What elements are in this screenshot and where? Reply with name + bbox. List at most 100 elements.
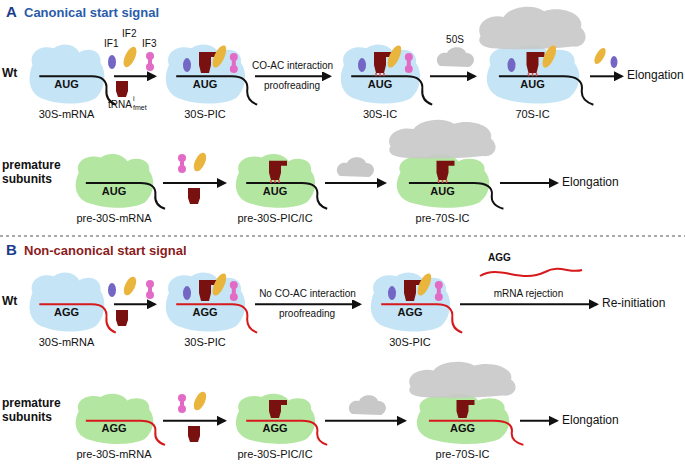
ribosome-complex: AGG30S-PIC — [363, 268, 457, 349]
ribosome-shape — [24, 268, 109, 334]
codon-pairing — [383, 73, 385, 76]
ribosome-50s — [409, 362, 515, 398]
codon-label: AUG — [478, 78, 587, 91]
mrna — [429, 421, 524, 445]
ribosome-complex: AGGpre-30S-PIC/IC — [228, 390, 322, 461]
complex-name: pre-30S-PIC/IC — [228, 448, 322, 461]
codon-label: AUG — [68, 185, 160, 198]
codon-label: AGG — [22, 306, 111, 319]
ribosome-30s — [236, 154, 315, 208]
step-arrow — [590, 75, 622, 77]
codon-label: AUG — [333, 78, 427, 91]
step-arrow — [255, 303, 360, 305]
step-arrow — [460, 303, 597, 305]
ribosome-shape — [230, 150, 320, 210]
codon-label: AGG — [363, 306, 457, 319]
trna-symbol — [437, 161, 455, 180]
if1-symbol — [108, 283, 116, 297]
ribosome-30s — [76, 154, 154, 208]
codon-pairing — [442, 180, 444, 183]
complex-name: 70S-IC — [478, 108, 587, 121]
trna-symbol — [116, 310, 128, 326]
if2-symbol — [191, 151, 209, 173]
ribosome-shape — [480, 40, 585, 106]
codon-pairing — [274, 180, 276, 183]
ribosome-50s — [389, 120, 495, 159]
codon-label: AGG — [408, 422, 517, 435]
ribosome-complex: AUGpre-70S-IC — [388, 150, 497, 225]
codon-label: AUG — [22, 78, 111, 91]
codon-pairing — [536, 73, 538, 76]
if2-symbol — [540, 44, 559, 70]
ribosome-30s — [236, 394, 315, 444]
if1-symbol — [611, 56, 618, 68]
outcome-text: Elongation — [560, 413, 621, 428]
complex-name: pre-30S-PIC/IC — [228, 212, 322, 225]
mrna — [499, 76, 594, 104]
if2-symbol — [121, 275, 139, 297]
outcome-text: Re-initiation — [600, 296, 667, 311]
if3-symbol — [230, 281, 238, 301]
if3-symbol — [146, 52, 154, 71]
step-arrow — [325, 182, 385, 184]
codon-pairing — [270, 180, 272, 183]
row-label: premature subunits — [2, 396, 66, 424]
ribosome-complex: AUG30S-mRNA — [22, 40, 111, 121]
if3-symbol — [178, 154, 186, 173]
ribosome-complex: AUG pre-30S-PIC/IC — [228, 150, 322, 225]
trna-symbol — [269, 400, 287, 418]
outcome-text: Elongation — [625, 68, 685, 83]
edge-note: proofreading — [279, 308, 335, 320]
row-label: Wt — [2, 294, 17, 308]
row-label: premature subunits — [2, 158, 66, 186]
panel-divider — [0, 236, 685, 237]
codon-pairing — [446, 180, 448, 183]
if2-symbol — [121, 45, 139, 69]
if2-symbol — [191, 390, 209, 412]
step-arrow — [114, 75, 155, 77]
panel-title: Canonical start signal — [24, 5, 159, 21]
ribosome-shape — [160, 40, 250, 106]
ribosome-shape — [24, 40, 109, 106]
50s-subunit — [337, 157, 374, 177]
ribosome-complex: AGGpre-30S-mRNA — [68, 390, 160, 461]
codon-label: AUG — [228, 185, 322, 198]
codon-pairing — [379, 73, 381, 76]
ribosome-complex: AUG 30S-IC — [333, 40, 427, 121]
if3-symbol — [435, 281, 443, 301]
complex-name: 30S-PIC — [158, 108, 252, 121]
row-label: Wt — [2, 66, 17, 80]
complex-name: pre-30S-mRNA — [68, 448, 160, 461]
if3-symbol — [405, 53, 413, 73]
complex-name: 30S-mRNA — [22, 336, 111, 349]
step-arrow — [114, 303, 155, 305]
ribosome-50s — [479, 7, 585, 50]
ribosome-30s — [417, 394, 509, 444]
ribosome-complex: AUG30S-PIC — [158, 40, 252, 121]
ribosome-complex: AUGpre-30S-mRNA — [68, 150, 160, 225]
ribosome-30s — [30, 272, 105, 331]
panel-letter: B — [6, 241, 17, 259]
codon-label: AUG — [388, 185, 497, 198]
trna-symbol — [457, 400, 475, 418]
panel-title: Non-canonical start signal — [24, 243, 187, 259]
trna-subscript: fmet — [133, 104, 147, 112]
ribosome-shape — [410, 390, 515, 446]
step-arrow — [500, 182, 557, 184]
step-arrow — [163, 182, 225, 184]
complex-name: 30S-PIC — [158, 336, 252, 349]
step-arrow — [255, 75, 330, 77]
trna-symbol — [116, 81, 128, 97]
ribosome-shape — [335, 40, 425, 106]
if2-symbol — [415, 272, 434, 298]
if2-symbol — [592, 46, 608, 66]
trna-symbol — [188, 426, 200, 442]
ribosome-complex: AGG 30S-mRNA — [22, 268, 111, 349]
codon-label: AGG — [158, 306, 252, 319]
if1-symbol — [388, 286, 396, 300]
complex-name: 30S-IC — [333, 108, 427, 121]
if2-symbol — [210, 272, 229, 298]
rejected-mrna — [480, 269, 582, 276]
codon-pairing — [278, 180, 280, 183]
trna-symbol — [269, 161, 287, 180]
